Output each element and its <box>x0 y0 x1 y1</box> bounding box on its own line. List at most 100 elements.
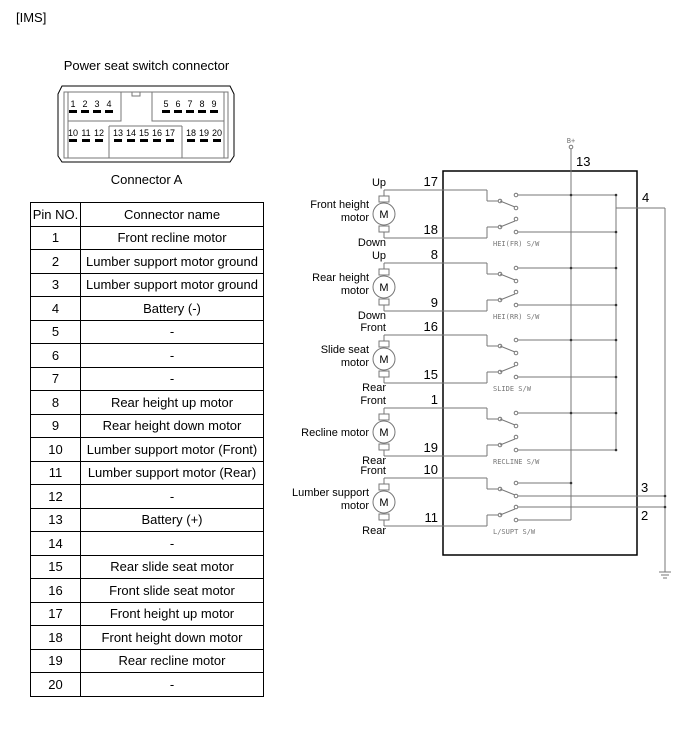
pin-terminal <box>162 110 170 113</box>
motor-brush <box>378 413 390 421</box>
pin-terminal <box>69 139 77 142</box>
pin-terminal <box>187 139 195 142</box>
junction-dot <box>569 481 573 485</box>
contact <box>513 480 519 486</box>
motor-icon <box>372 420 396 444</box>
motor-name: Front height <box>310 199 369 211</box>
pin-label: 20 <box>212 128 222 138</box>
pin-number: 20 <box>30 672 81 697</box>
junction-dot <box>569 193 573 197</box>
motor-brush <box>378 268 390 276</box>
switch-module-box <box>442 170 638 556</box>
connector-name: Battery (-) <box>80 296 264 321</box>
connector-outline <box>57 85 235 163</box>
junction-dot <box>569 266 573 270</box>
pin-label: 15 <box>424 367 438 382</box>
pin-label: 5 <box>163 99 168 109</box>
motor-symbol: M <box>379 354 388 366</box>
pin-terminal <box>95 139 103 142</box>
pin-label: 18 <box>424 222 438 237</box>
pin-label: 2 <box>82 99 87 109</box>
pin-number: 13 <box>30 507 81 532</box>
junction-dot <box>569 338 573 342</box>
direction-label: Front <box>360 395 386 407</box>
pin-terminal <box>213 139 221 142</box>
contact <box>513 278 519 284</box>
junction-dot <box>663 505 667 509</box>
contact <box>513 229 519 235</box>
wire <box>499 273 516 281</box>
bplus-label: B+ <box>567 137 575 145</box>
pin-terminal <box>69 110 77 113</box>
contact <box>513 265 519 271</box>
contact <box>513 504 519 510</box>
motor-symbol: M <box>379 282 388 294</box>
contact <box>513 192 519 198</box>
contact <box>513 493 519 499</box>
wire <box>499 345 516 353</box>
pin-number: 15 <box>30 554 81 579</box>
junction-dot <box>614 303 618 307</box>
contact <box>513 423 519 429</box>
pin-terminal <box>198 110 206 113</box>
pin-2-label: 2 <box>641 508 648 523</box>
pin-label: 8 <box>199 99 204 109</box>
pin-label: 10 <box>424 462 438 477</box>
pin-label: 19 <box>424 440 438 455</box>
connector-name: Lumber support motor (Front) <box>80 437 264 462</box>
pin-label: 8 <box>431 247 438 262</box>
connector-name: Rear recline motor <box>80 648 264 673</box>
pin-label: 10 <box>68 128 78 138</box>
pin-label: 9 <box>211 99 216 109</box>
connector-label: Connector A <box>110 172 183 187</box>
motor-brush <box>378 443 390 451</box>
pin-number: 8 <box>30 390 81 415</box>
contact <box>513 361 519 367</box>
connector-title: Power seat switch connector <box>63 58 230 73</box>
connector-name: Lumber support motor ground <box>80 249 264 274</box>
junction-dot <box>614 375 618 379</box>
wire <box>499 438 516 446</box>
connector-name: Lumber support motor (Rear) <box>80 460 264 485</box>
connector-cavities <box>67 92 225 158</box>
motor-icon <box>372 490 396 514</box>
pin-number: 9 <box>30 413 81 438</box>
contact <box>513 216 519 222</box>
direction-label: Up <box>372 177 386 189</box>
connector-name: Front recline motor <box>80 225 264 250</box>
pin-terminal <box>153 139 161 142</box>
pin-label: 4 <box>106 99 111 109</box>
pin-label: 19 <box>199 128 209 138</box>
pin-label: 16 <box>424 319 438 334</box>
col-connector-name: Connector name <box>80 202 264 227</box>
pin-13-label: 13 <box>576 154 590 169</box>
pin-terminal <box>210 110 218 113</box>
pin-label: 18 <box>186 128 196 138</box>
pin-number: 7 <box>30 366 81 391</box>
switch-label: HEI(RR) S/W <box>493 313 540 321</box>
junction-dot <box>663 494 667 498</box>
pin-label: 11 <box>425 510 439 525</box>
switch-label: HEI(FR) S/W <box>493 240 540 248</box>
direction-label: Rear <box>362 455 386 467</box>
pin-label: 13 <box>113 128 123 138</box>
junction-dot <box>614 448 618 452</box>
wire <box>499 488 516 496</box>
pin-number: 2 <box>30 249 81 274</box>
pin-label: 11 <box>81 128 90 138</box>
contact <box>513 205 519 211</box>
junction-dot <box>614 230 618 234</box>
pin-3-label: 3 <box>641 480 648 495</box>
pin-label: 3 <box>94 99 99 109</box>
motor-name: motor <box>341 212 369 224</box>
pin-terminal <box>200 139 208 142</box>
motor-brush <box>378 370 390 378</box>
connector-name: - <box>80 366 264 391</box>
motor-brush <box>378 225 390 233</box>
contact <box>513 302 519 308</box>
